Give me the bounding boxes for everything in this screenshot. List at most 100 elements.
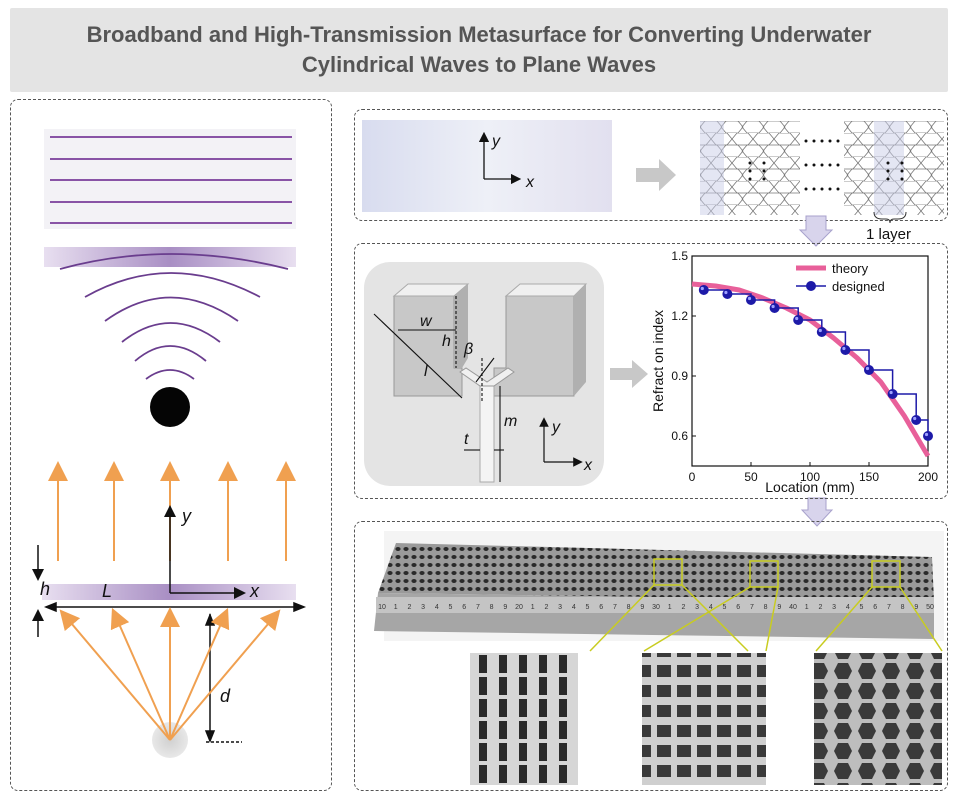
series-designed-point-highlight — [889, 390, 893, 395]
arrow-right-icon-2 — [610, 360, 648, 388]
series-designed-point — [887, 389, 898, 399]
ruler-mark: 5 — [586, 604, 590, 611]
dim-h: h — [442, 333, 451, 350]
title-banner: Broadband and High-Transmission Metasurf… — [10, 8, 948, 92]
ruler-mark: 7 — [476, 604, 480, 611]
arrow-down-icon-2 — [800, 497, 834, 527]
ruler-mark: 1 — [394, 604, 398, 611]
x-tick-label: 200 — [918, 470, 938, 484]
ruler-mark: 7 — [750, 604, 754, 611]
y-tick-label: 1.5 — [671, 249, 688, 263]
ruler-mark: 1 — [805, 604, 809, 611]
plane-wave-arrows — [48, 461, 296, 561]
wave-source — [150, 387, 190, 427]
ruler-mark: 9 — [503, 604, 507, 611]
layer-brace — [873, 211, 907, 224]
ruler-mark: 5 — [449, 604, 453, 611]
x-tick-label: 100 — [800, 470, 820, 484]
ruler-strip — [378, 597, 934, 613]
ruler-mark: 5 — [723, 604, 727, 611]
ruler-mark: 6 — [736, 604, 740, 611]
series-designed-point — [840, 345, 851, 355]
ruler-mark: 3 — [695, 604, 699, 611]
series-designed-point-highlight — [700, 286, 704, 291]
metasurface-slab — [44, 247, 296, 267]
legend-theory-label: theory — [832, 261, 869, 276]
ruler-mark: 8 — [764, 604, 768, 611]
series-designed-point-highlight — [747, 296, 752, 301]
axes — [32, 505, 307, 744]
ruler-mark: 4 — [846, 604, 850, 611]
ruler-mark: 4 — [572, 604, 576, 611]
series-designed-point — [864, 365, 874, 375]
cell-axis-y: y — [551, 419, 561, 436]
ruler-mark: 2 — [544, 604, 548, 611]
ruler-mark: 1 — [668, 604, 672, 611]
zoom-rect-cells — [642, 653, 766, 785]
y-tick-label: 0.9 — [671, 369, 688, 383]
zoom-indicators — [589, 558, 943, 652]
top-right-figure: y x 1 layer — [362, 120, 944, 243]
ruler-mark: 8 — [901, 604, 905, 611]
y-tick-label: 1.2 — [671, 309, 688, 323]
dim-t: t — [464, 431, 469, 448]
cylindrical-waves — [59, 253, 289, 380]
metasurface-photo — [374, 531, 944, 641]
label-h: h — [40, 579, 50, 599]
left-panel-figure: y x h L d — [32, 129, 307, 758]
ruler-mark: 6 — [599, 604, 603, 611]
ruler-mark: 1 — [531, 604, 535, 611]
axis-x-label: x — [249, 581, 260, 601]
ruler-mark: 4 — [709, 604, 713, 611]
plane-waves — [44, 129, 296, 229]
left-panel — [10, 99, 332, 791]
dim-l: l — [424, 363, 428, 380]
ruler-mark: 10 — [378, 604, 386, 611]
series-designed-point-highlight — [865, 366, 870, 371]
series-designed-line — [703, 289, 929, 436]
dim-beta: β — [463, 341, 473, 358]
series-designed-point — [816, 327, 827, 337]
x-tick-label: 150 — [859, 470, 879, 484]
series-designed-point — [698, 285, 709, 295]
ruler-mark: 4 — [435, 604, 439, 611]
metasurface-top-view — [362, 120, 612, 212]
hexagonal-lattice — [700, 121, 944, 215]
legend-designed-label: designed — [832, 279, 885, 294]
layer-label: 1 layer — [866, 226, 911, 243]
series-designed-point-highlight — [724, 290, 728, 295]
ruler-mark: 2 — [681, 604, 685, 611]
series-designed-point-highlight — [842, 346, 846, 351]
label-d: d — [220, 686, 231, 706]
ruler-mark: 20 — [515, 604, 523, 611]
arrow-down-icon — [798, 215, 834, 247]
legend-designed-marker — [806, 281, 816, 291]
chart-legend: theory designed — [796, 261, 885, 294]
series-designed-point — [793, 315, 804, 325]
arrow-right-icon — [636, 159, 676, 191]
ruler-mark: 5 — [860, 604, 864, 611]
label-L: L — [102, 581, 112, 601]
dim-m: m — [504, 413, 517, 430]
top-axis-y: y — [491, 133, 501, 150]
axis-y-label: y — [180, 506, 192, 526]
ruler-mark: 9 — [640, 604, 644, 611]
ruler-mark: 50 — [926, 604, 934, 611]
ruler-mark: 3 — [558, 604, 562, 611]
cylindrical-wave-arrows — [59, 607, 281, 741]
y-tick-label: 0.6 — [671, 429, 688, 443]
zoom-hex-cells — [814, 653, 942, 785]
bottom-right-panel — [354, 521, 948, 791]
chart-ylabel: Refract on index — [650, 310, 666, 412]
dim-w: w — [420, 313, 433, 330]
ruler-mark: 7 — [887, 604, 891, 611]
ruler-mark: 6 — [873, 604, 877, 611]
zoom-rect-grating — [470, 653, 578, 785]
ruler-mark: 30 — [652, 604, 660, 611]
middle-right-panel — [354, 243, 948, 499]
ruler-mark: 8 — [627, 604, 631, 611]
series-designed-point — [769, 303, 780, 313]
